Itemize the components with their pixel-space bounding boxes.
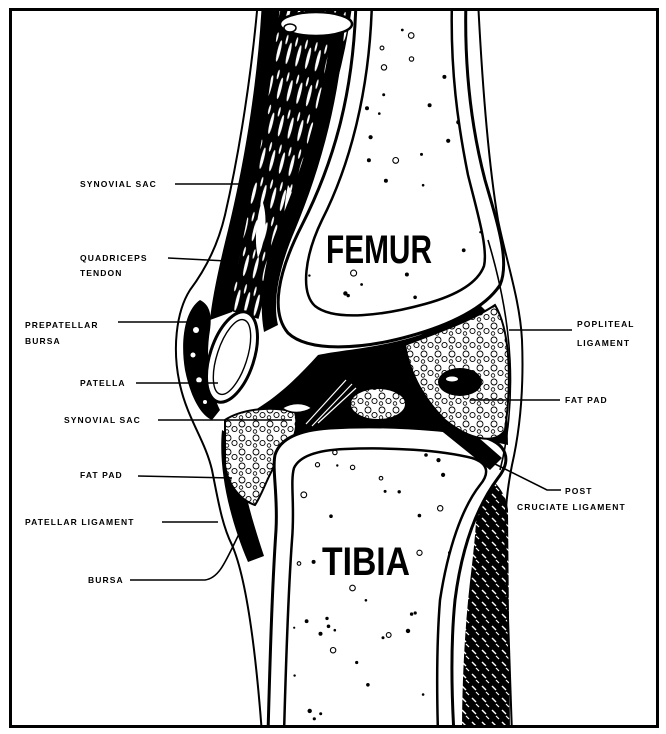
patellar-ligament-label: PATELLAR LIGAMENT (25, 517, 135, 527)
marrow-dot (406, 629, 410, 633)
marrow-dot (313, 717, 316, 720)
marrow-dot (293, 627, 295, 629)
marrow-dot (455, 683, 460, 688)
marrow-dot (312, 560, 316, 564)
marrow-dot (319, 632, 323, 636)
tendon-cut-fiber (284, 24, 296, 32)
posterior-fat-pad-vessel (438, 368, 482, 396)
tibia-label: TIBIA (322, 540, 410, 584)
marrow-dot (327, 625, 331, 629)
marrow-dot (410, 612, 413, 615)
marrow-dot (398, 490, 401, 493)
marrow-dot (384, 490, 387, 493)
synovial-sac-upper-label: SYNOVIAL SAC (80, 179, 157, 189)
marrow-dot (428, 103, 432, 107)
quadriceps-tendon-leader (168, 258, 227, 261)
marrow-dot (319, 712, 322, 715)
popliteal-ligament-label-line1: POPLITEAL (577, 319, 635, 329)
fat-pad-anterior-label: FAT PAD (80, 470, 123, 480)
marrow-dot (308, 709, 312, 713)
marrow-dot (365, 106, 369, 110)
bursa-label: BURSA (88, 575, 124, 585)
fat-pad-anterior-leader (138, 476, 232, 478)
marrow-dot (305, 619, 309, 623)
marrow-dot (325, 617, 328, 620)
marrow-dot (418, 514, 422, 518)
anatomy-drawing (176, 0, 523, 734)
marrow-dot (367, 158, 371, 162)
patella-label: PATELLA (80, 378, 126, 388)
vessel-highlight (446, 377, 458, 382)
popliteal-ligament-label-line2: LIGAMENT (577, 338, 630, 348)
marrow-dot (441, 473, 445, 477)
bursa-mottle (193, 327, 199, 333)
marrow-dot (336, 464, 338, 466)
marrow-dot (469, 539, 471, 541)
marrow-dot (360, 283, 363, 286)
synovial-sac-lower-label: SYNOVIAL SAC (64, 415, 141, 425)
prepatellar-bursa-label-line2: BURSA (25, 336, 61, 346)
marrow-dot (347, 294, 350, 297)
marrow-dot (293, 674, 295, 676)
marrow-dot (455, 639, 459, 643)
bursa-mottle (191, 353, 196, 358)
prepatellar-bursa-label-line1: PREPATELLAR (25, 320, 99, 330)
marrow-dot (366, 683, 370, 687)
marrow-dot (382, 636, 385, 639)
bursa-mottle (196, 377, 202, 383)
fat-pad-posterior-label: FAT PAD (565, 395, 608, 405)
marrow-dot (413, 296, 417, 300)
marrow-dot (479, 231, 481, 233)
marrow-dot (369, 135, 373, 139)
marrow-dot (420, 153, 423, 156)
marrow-dot (401, 29, 404, 32)
marrow-dot (405, 273, 409, 277)
bursa-leader (130, 532, 240, 580)
meniscus-shape (350, 388, 406, 420)
quadriceps-tendon-label-line1: QUADRICEPS (80, 253, 148, 263)
marrow-dot (355, 661, 358, 664)
femur-label: FEMUR (326, 228, 432, 272)
marrow-dot (382, 93, 385, 96)
marrow-dot (365, 599, 368, 602)
marrow-dot (329, 514, 333, 518)
marrow-dot (334, 629, 337, 632)
bursa-mottle (203, 400, 207, 404)
marrow-dot (436, 458, 440, 462)
post-cruciate-ligament-label-line1: POST (565, 486, 593, 496)
marrow-dot (384, 179, 388, 183)
post-cruciate-ligament-label-line2: CRUCIATE LIGAMENT (517, 502, 626, 512)
quadriceps-tendon-label-line2: TENDON (80, 268, 123, 278)
marrow-dot (308, 274, 310, 276)
marrow-dot (462, 248, 466, 252)
marrow-dot (442, 75, 446, 79)
marrow-dot (414, 611, 417, 614)
marrow-dot (446, 139, 450, 143)
marrow-dot (378, 112, 381, 115)
marrow-dot (424, 453, 428, 457)
marrow-dot (422, 693, 425, 696)
marrow-dot (422, 184, 425, 187)
